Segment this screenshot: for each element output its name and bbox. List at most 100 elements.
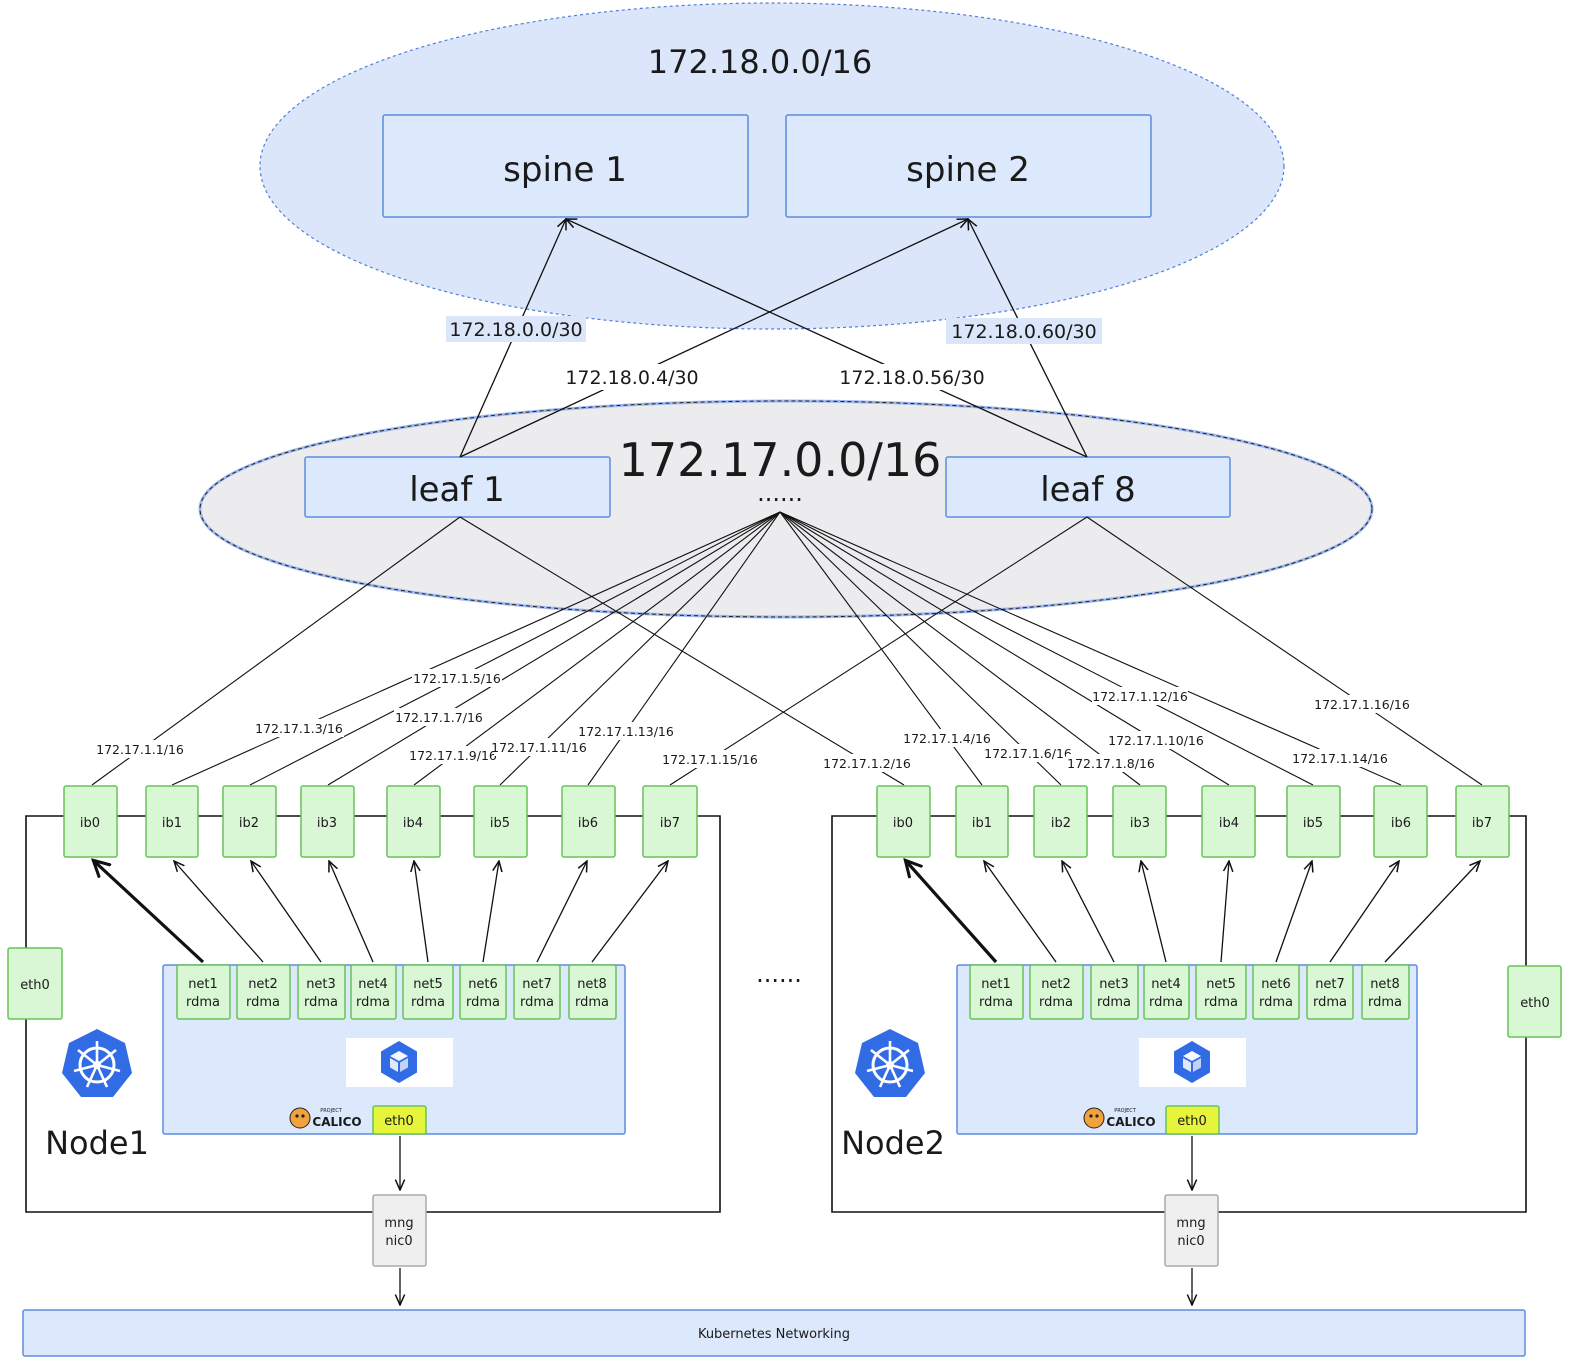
node1-ib4-box[interactable] bbox=[386, 785, 441, 858]
spine-link-labels: 172.18.0.0/30 172.18.0.4/30 172.18.0.56/… bbox=[446, 316, 1102, 390]
node1-ib6-box[interactable] bbox=[561, 785, 616, 858]
leaf-8-box[interactable] bbox=[945, 456, 1231, 518]
node1-net1-name: net1 bbox=[188, 977, 218, 992]
node1-net8-name: net8 bbox=[577, 977, 607, 992]
link-label-4: 172.18.0.60/30 bbox=[951, 321, 1096, 343]
node1-ib3-box[interactable] bbox=[300, 785, 355, 858]
node1-net7-box[interactable] bbox=[513, 964, 561, 1020]
node1-ib2-box[interactable] bbox=[222, 785, 277, 858]
node2-net6-type: rdma bbox=[1259, 995, 1293, 1010]
node2-ib4-box[interactable] bbox=[1201, 785, 1256, 858]
leaf-8-label: leaf 8 bbox=[1040, 470, 1136, 510]
node-ellipsis: ...... bbox=[756, 960, 802, 988]
calico-project-text: PROJECT bbox=[320, 1108, 343, 1114]
node1-ib0-box[interactable] bbox=[63, 785, 118, 858]
node2-ib4-label: ib4 bbox=[1219, 816, 1239, 831]
node1-net4-type: rdma bbox=[356, 995, 390, 1010]
node1-net7-type: rdma bbox=[520, 995, 554, 1010]
node2-ib0-box[interactable] bbox=[876, 785, 931, 858]
node2-net8-box[interactable] bbox=[1361, 964, 1410, 1020]
node1-net8-box[interactable] bbox=[568, 964, 617, 1020]
node2-ib5-box[interactable] bbox=[1286, 785, 1341, 858]
node2-host-eth0-label: eth0 bbox=[1520, 996, 1550, 1011]
node2-net5-name: net5 bbox=[1206, 977, 1236, 992]
node1-net3-box[interactable] bbox=[297, 964, 346, 1020]
kubernetes-networking-label: Kubernetes Networking bbox=[698, 1327, 850, 1342]
node1-host-eth0-label: eth0 bbox=[20, 978, 50, 993]
node1-net5-box[interactable] bbox=[402, 964, 454, 1020]
node2-ib3-box[interactable] bbox=[1112, 785, 1167, 858]
node2-ib2-ip: 172.17.1.6/16 bbox=[984, 746, 1072, 761]
node2-ib6-box[interactable] bbox=[1373, 785, 1428, 858]
node2-host-eth0-box[interactable] bbox=[1507, 965, 1562, 1038]
node2-ib1-label: ib1 bbox=[972, 816, 992, 831]
node2-ib6-ip: 172.17.1.14/16 bbox=[1292, 751, 1388, 766]
node1-net2-name: net2 bbox=[248, 977, 278, 992]
node2-net7-name: net7 bbox=[1315, 977, 1345, 992]
node1-net6-box[interactable] bbox=[459, 964, 507, 1020]
node2-kubernetes-wheel-icon bbox=[855, 1029, 925, 1097]
node2-net4-box[interactable] bbox=[1143, 964, 1190, 1020]
node2-ib6-label: ib6 bbox=[1391, 816, 1411, 831]
spine-2-box[interactable] bbox=[785, 114, 1152, 218]
node1-mng-line2: nic0 bbox=[385, 1234, 412, 1249]
node1-net-ib-arrows bbox=[94, 861, 668, 964]
node1-pod-eth0-box[interactable] bbox=[372, 1105, 427, 1135]
node1-ib7-box[interactable] bbox=[642, 785, 698, 858]
node2-ib5-ip: 172.17.1.12/16 bbox=[1092, 689, 1188, 704]
node2-net8-name: net8 bbox=[1370, 977, 1400, 992]
node1-host-eth0-box[interactable] bbox=[7, 947, 63, 1020]
node2-mng-line1: mng bbox=[1176, 1216, 1205, 1231]
node2-ib7-ip: 172.17.1.16/16 bbox=[1314, 697, 1410, 712]
node2-ib2-label: ib2 bbox=[1051, 816, 1071, 831]
node2-net-boxes: net1 rdma net2 rdma net3 rdma net4 rdma … bbox=[969, 964, 1410, 1020]
link-label-3: 172.18.0.56/30 bbox=[839, 367, 984, 389]
node2-ib0-label: ib0 bbox=[893, 816, 913, 831]
node2-ib1-box[interactable] bbox=[955, 785, 1009, 858]
node2-mng-line2: nic0 bbox=[1177, 1234, 1204, 1249]
node1-ib4-ip: 172.17.1.9/16 bbox=[409, 748, 497, 763]
node1-net1-type: rdma bbox=[186, 995, 220, 1010]
link-label-1: 172.18.0.0/30 bbox=[449, 319, 582, 341]
spine-subnet-label: 172.18.0.0/16 bbox=[648, 43, 873, 81]
node1-net1-box[interactable] bbox=[176, 964, 231, 1020]
leaf-subnet-label: 172.17.0.0/16 bbox=[619, 433, 942, 487]
node1-ip-labels: 172.17.1.1/16 172.17.1.3/16 172.17.1.5/1… bbox=[96, 669, 758, 768]
node2-ib3-label: ib3 bbox=[1130, 816, 1150, 831]
node1-ib1-box[interactable] bbox=[145, 785, 199, 858]
node2-net5-box[interactable] bbox=[1195, 964, 1247, 1020]
node2-ib0-ip: 172.17.1.2/16 bbox=[823, 756, 911, 771]
node2-ib7-label: ib7 bbox=[1472, 816, 1492, 831]
mgmt-arrows bbox=[400, 1136, 1192, 1305]
node2-pod-eth0-box[interactable] bbox=[1165, 1105, 1220, 1135]
node1-ib5-box[interactable] bbox=[473, 785, 528, 858]
calico-wordmark: CALICO bbox=[312, 1115, 361, 1129]
node2-ib5-label: ib5 bbox=[1303, 816, 1323, 831]
node1-ib5-label: ib5 bbox=[490, 816, 510, 831]
leaf-ib-links bbox=[91, 511, 1483, 786]
node2-net3-box[interactable] bbox=[1090, 964, 1139, 1020]
node2-net1-type: rdma bbox=[979, 995, 1013, 1010]
node2-ib7-box[interactable] bbox=[1455, 785, 1510, 858]
node2-net3-name: net3 bbox=[1099, 977, 1129, 992]
node2-net7-type: rdma bbox=[1313, 995, 1347, 1010]
node2-net7-box[interactable] bbox=[1306, 964, 1354, 1020]
node2-net2-box[interactable] bbox=[1029, 964, 1084, 1020]
node1-net4-box[interactable] bbox=[350, 964, 397, 1020]
node2-net8-type: rdma bbox=[1368, 995, 1402, 1010]
node1-net2-type: rdma bbox=[246, 995, 280, 1010]
calico-wordmark: CALICO bbox=[1106, 1115, 1155, 1129]
node2-net4-name: net4 bbox=[1151, 977, 1181, 992]
node2-ib2-box[interactable] bbox=[1033, 785, 1088, 858]
node2-net2-name: net2 bbox=[1041, 977, 1071, 992]
leaf-1-box[interactable] bbox=[304, 456, 611, 518]
node2-mng-nic0-box[interactable] bbox=[1164, 1194, 1219, 1267]
node1-net2-box[interactable] bbox=[236, 964, 291, 1020]
node2-net1-box[interactable] bbox=[969, 964, 1024, 1020]
node1-mng-nic0-box[interactable] bbox=[372, 1194, 427, 1267]
node2-net-ib-arrows bbox=[906, 861, 1480, 964]
node2-net6-box[interactable] bbox=[1252, 964, 1300, 1020]
kubernetes-networking-bar[interactable] bbox=[22, 1309, 1526, 1357]
spine-1-box[interactable] bbox=[382, 114, 749, 218]
calico-cat-icon bbox=[289, 1107, 311, 1129]
